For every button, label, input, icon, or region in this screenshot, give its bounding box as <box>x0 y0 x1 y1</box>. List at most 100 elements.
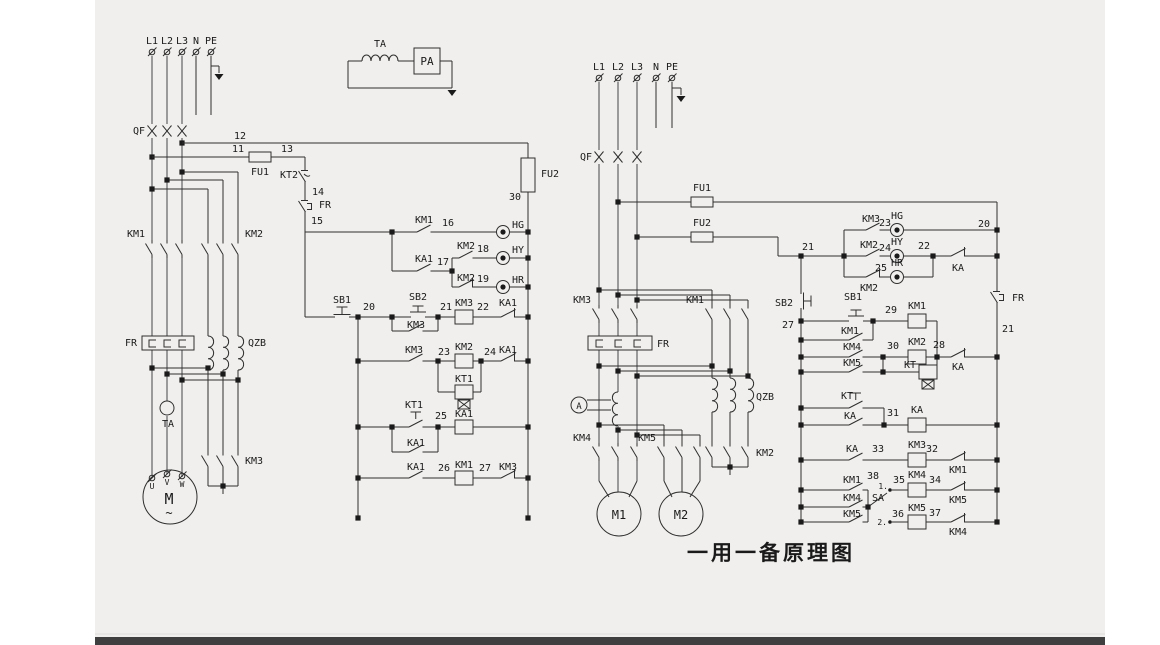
wire-label: 32 <box>926 444 938 455</box>
wire-label: 15 <box>311 216 323 227</box>
ta-label: TA <box>162 419 174 430</box>
terminal-u-label: U <box>150 482 155 491</box>
qzb-label: QZB <box>248 338 266 349</box>
wire-label: 22 <box>918 241 930 252</box>
wire-label: 14 <box>312 187 324 198</box>
wire-label: 31 <box>887 408 899 419</box>
m1-label: M1 <box>612 508 626 522</box>
km3-label: KM3 <box>245 456 263 467</box>
fu2-label: FU2 <box>541 169 559 180</box>
km4-contact-label: KM4 <box>843 493 861 504</box>
km3-contact-label: KM3 <box>405 345 423 356</box>
ka1-nc-label: KA1 <box>499 298 517 309</box>
ka1-selfhold-label: KA1 <box>407 438 425 449</box>
wire-label: 23 <box>438 347 450 358</box>
fu1-label: FU1 <box>251 167 269 178</box>
sa-label: SA <box>872 493 884 504</box>
wire-label: 24 <box>484 347 496 358</box>
hg-label: HG <box>891 211 903 222</box>
hy-label: HY <box>891 237 903 248</box>
motor-label: M <box>164 490 173 508</box>
wire-label: 34 <box>929 475 941 486</box>
ka-contact-label: KA <box>846 444 858 455</box>
wire-label: 29 <box>885 305 897 316</box>
wire-label: 23 <box>879 218 891 229</box>
qzb-label: QZB <box>756 392 774 403</box>
fr-contact-label: FR <box>1012 293 1025 304</box>
wire-label: 38 <box>867 471 879 482</box>
phase-label: N <box>193 36 199 47</box>
wire-label: 21 <box>1002 324 1014 335</box>
km3-coil-label: KM3 <box>455 298 473 309</box>
wire-label: 26 <box>438 463 450 474</box>
km2-label: KM2 <box>245 229 263 240</box>
fr-label: FR <box>125 338 138 349</box>
km2-contact-label: KM2 <box>860 240 878 251</box>
sb1-label: SB1 <box>333 295 351 306</box>
left-control-circuit: 12 11 FU1 13 KT2 14 FR 15 FU2 30 KM1 16 … <box>152 131 559 521</box>
diagram-title: 一用一备原理图 <box>687 541 855 565</box>
ammeter-icon <box>570 396 588 414</box>
wire-label: 22 <box>477 302 489 313</box>
meter-circuit: TA PA <box>347 39 457 96</box>
wire-label: 35 <box>893 475 905 486</box>
phase-label: PE <box>666 62 678 73</box>
kt-coil-label: KT <box>904 360 916 371</box>
phase-label: L1 <box>146 36 158 47</box>
ka-nc-label: KA <box>952 362 964 373</box>
km2-label: KM2 <box>756 448 774 459</box>
hg-label: HG <box>512 220 524 231</box>
kt1-contact-label: KT1 <box>405 400 423 411</box>
km4-contact-label: KM4 <box>843 342 861 353</box>
qf-label: QF <box>580 152 592 163</box>
km4-coil-label: KM4 <box>908 470 926 481</box>
wire-label: 16 <box>442 218 454 229</box>
pa-label: PA <box>420 55 434 68</box>
km1-contact-label: KM1 <box>415 215 433 226</box>
km5-contact-label: KM5 <box>843 509 861 520</box>
wire-label: 36 <box>892 509 904 520</box>
wire-label: 12 <box>234 131 246 142</box>
km3-coil-label: KM3 <box>908 440 926 451</box>
wire-label: 30 <box>509 192 521 203</box>
km1-contact-label: KM1 <box>843 475 861 486</box>
sa-pos1-label: 1. <box>878 482 888 491</box>
km2-coil-label: KM2 <box>455 342 473 353</box>
qf-label: QF <box>133 126 145 137</box>
fu2-label: FU2 <box>693 218 711 229</box>
km4-nc-label: KM4 <box>949 527 967 538</box>
wire-label: 11 <box>232 144 244 155</box>
km2-coil-label: KM2 <box>908 337 926 348</box>
ka-selfhold-label: KA <box>844 411 856 422</box>
wire-label: 25 <box>875 263 887 274</box>
wire-label: 27 <box>782 320 794 331</box>
wire-label: 30 <box>887 341 899 352</box>
fu1-label: FU1 <box>693 183 711 194</box>
wire-label: 13 <box>281 144 293 155</box>
km1-coil-label: KM1 <box>908 301 926 312</box>
sa-selector-arm <box>867 492 888 508</box>
phase-label: L1 <box>593 62 605 73</box>
phase-label: L2 <box>612 62 624 73</box>
km2-nc-label: KM2 <box>457 273 475 284</box>
ka1-contact-label: KA1 <box>407 462 425 473</box>
wire-label: 24 <box>879 243 891 254</box>
ka1-nc-label: KA1 <box>499 345 517 356</box>
wire-label: 28 <box>933 340 945 351</box>
motor-m1 <box>596 491 642 537</box>
ammeter-label: A <box>576 402 582 412</box>
ta-label: TA <box>374 39 386 50</box>
phase-label: L3 <box>176 36 188 47</box>
km1-coil-label: KM1 <box>455 460 473 471</box>
km1-nc-label: KM1 <box>949 465 967 476</box>
wire-label: 21 <box>440 302 452 313</box>
km1-label: KM1 <box>127 229 145 240</box>
phase-label: L3 <box>631 62 643 73</box>
sb1-label: SB1 <box>844 292 862 303</box>
km2-contact-label: KM2 <box>457 241 475 252</box>
left-power-circuit: L1 L2 L3 N PE QF KM1 KM2 FR QZB TA KM3 U… <box>125 36 266 525</box>
km3-label: KM3 <box>573 295 591 306</box>
wire-label: 21 <box>802 242 814 253</box>
